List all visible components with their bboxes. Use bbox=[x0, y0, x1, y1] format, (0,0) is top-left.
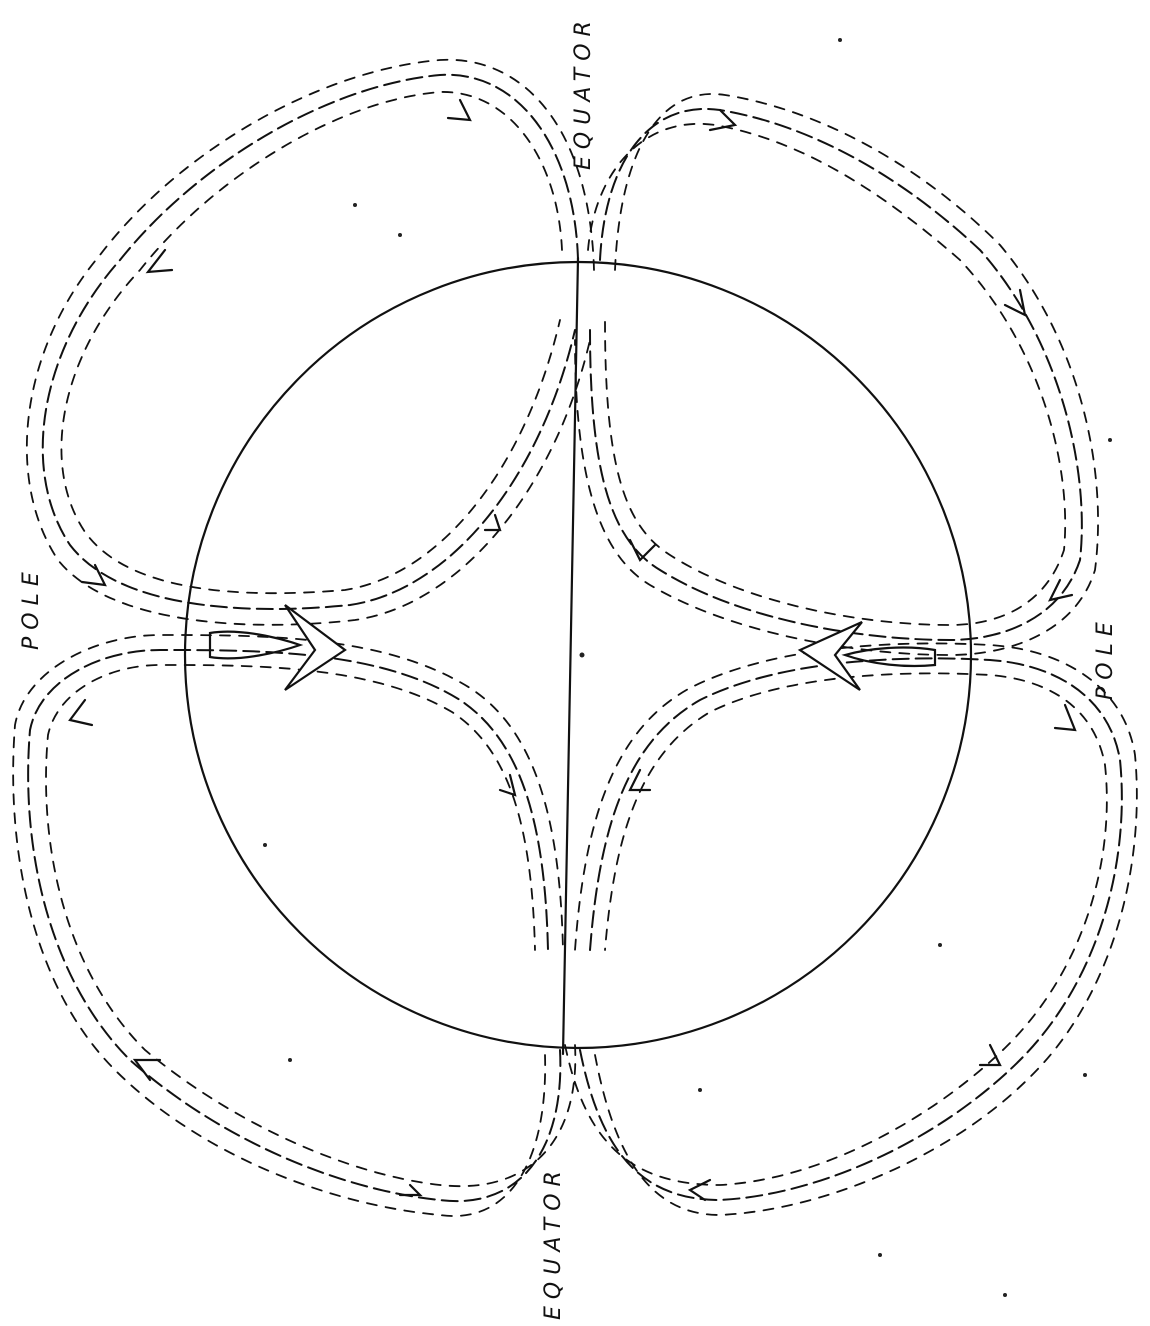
right-pole-arrow bbox=[800, 622, 935, 690]
upper-right-loop bbox=[575, 94, 1098, 655]
speck-marks bbox=[263, 38, 1112, 1297]
left-pole-arrow bbox=[210, 605, 345, 690]
lower-right-loop bbox=[565, 643, 1137, 1215]
equator-bottom-label: EQUATOR bbox=[541, 1164, 566, 1320]
upper-left-loop bbox=[27, 60, 594, 625]
pole-right-label: POLE bbox=[1093, 615, 1118, 700]
equator-top-label: EQUATOR bbox=[571, 14, 596, 170]
pole-left-label: POLE bbox=[19, 565, 44, 650]
